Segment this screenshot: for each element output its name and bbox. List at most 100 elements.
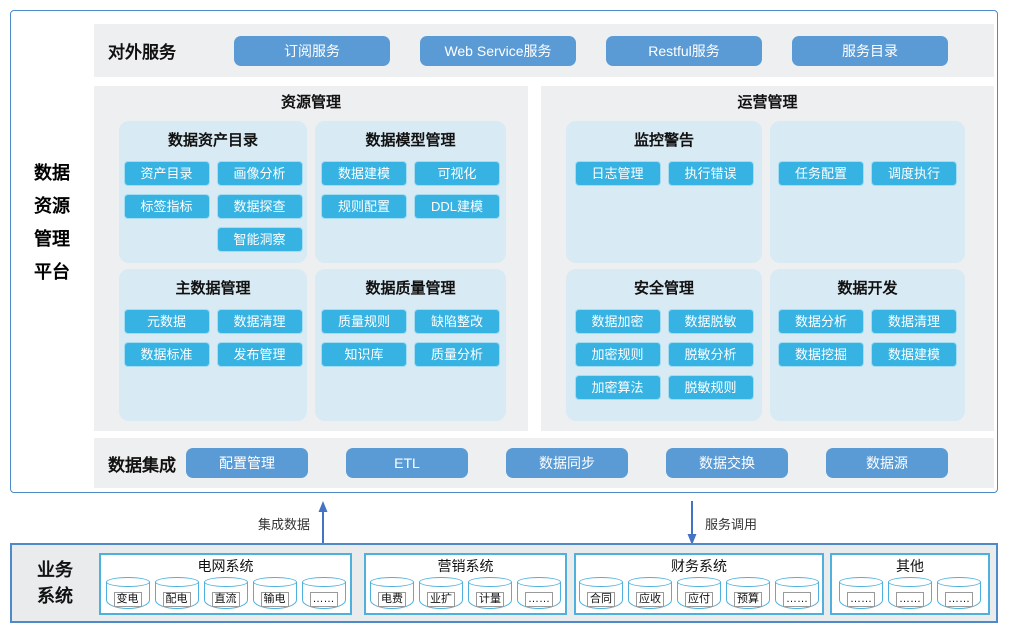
operation-management-panel: 运营管理 监控警告 日志管理 执行错误 任务配置 调度执行 安全管理 数据加密 … xyxy=(541,86,994,431)
data-quality-management-card: 数据质量管理 质量规则 缺陷整改 知识库 质量分析 xyxy=(315,269,506,421)
feature-button[interactable]: 智能洞察 xyxy=(216,227,303,252)
feature-button[interactable]: 数据探查 xyxy=(216,194,303,219)
database-cylinder-icon: 电费 xyxy=(370,577,414,609)
card-buttons: 质量规则 缺陷整改 知识库 质量分析 xyxy=(321,309,500,367)
data-development-card: 数据开发 数据分析 数据清理 数据挖掘 数据建模 xyxy=(770,269,965,421)
feature-button[interactable]: 执行错误 xyxy=(667,161,754,186)
feature-button[interactable]: 数据清理 xyxy=(871,309,957,334)
security-management-card: 安全管理 数据加密 数据脱敏 加密规则 脱敏分析 加密算法 脱敏规则 xyxy=(566,269,762,421)
feature-button[interactable]: 脱敏规则 xyxy=(667,375,754,400)
integration-flow-label: 集成数据 xyxy=(258,516,311,532)
resource-management-panel: 资源管理 数据资产目录 资产目录 画像分析 标签指标 数据探查 智能洞察 数据模… xyxy=(94,86,528,431)
integration-flow: 集成数据 xyxy=(258,501,329,545)
card-buttons: 元数据 数据清理 数据标准 发布管理 xyxy=(123,309,303,367)
database-cylinder-icon: 输电 xyxy=(252,577,297,609)
feature-button[interactable]: 数据建模 xyxy=(871,342,957,367)
database-cylinder-icon: 计量 xyxy=(468,577,512,609)
database-row: 变电 配电 直流 输电 …… xyxy=(105,577,346,609)
feature-button[interactable]: 数据建模 xyxy=(321,161,407,186)
restful-service-button[interactable]: Restful服务 xyxy=(606,35,762,66)
database-label: 合同 xyxy=(587,592,615,607)
feature-button[interactable]: 任务配置 xyxy=(778,161,864,186)
database-cylinder-icon: 业扩 xyxy=(419,577,463,609)
monitor-alert-card: 监控警告 日志管理 执行错误 xyxy=(566,121,762,263)
database-row: 合同 应收 应付 预算 …… xyxy=(579,577,819,609)
database-label: 电费 xyxy=(378,592,406,607)
web-service-button[interactable]: Web Service服务 xyxy=(420,35,576,66)
business-systems-label: 业务 系统 xyxy=(12,545,98,621)
card-title: 安全管理 xyxy=(633,280,694,297)
data-sync-button[interactable]: 数据同步 xyxy=(506,448,628,478)
feature-button[interactable]: 脱敏分析 xyxy=(667,342,754,367)
service-call-flow: 服务调用 xyxy=(686,501,757,545)
card-buttons: 数据加密 数据脱敏 加密规则 脱敏分析 加密算法 脱敏规则 xyxy=(574,309,754,400)
operation-management-title: 运营管理 xyxy=(737,94,798,111)
card-title: 数据模型管理 xyxy=(365,132,456,149)
card-title: 数据质量管理 xyxy=(365,280,456,297)
service-call-label: 服务调用 xyxy=(705,516,758,532)
feature-button[interactable]: 知识库 xyxy=(321,342,407,367)
feature-button[interactable]: 元数据 xyxy=(123,309,210,334)
data-exchange-button[interactable]: 数据交换 xyxy=(666,448,788,478)
etl-button[interactable]: ETL xyxy=(346,448,468,478)
service-catalog-button[interactable]: 服务目录 xyxy=(792,35,948,66)
external-services-panel: 对外服务 订阅服务 Web Service服务 Restful服务 服务目录 xyxy=(94,24,994,77)
platform-title-line: 管理 xyxy=(34,229,70,249)
database-cylinder-icon: 预算 xyxy=(726,577,770,609)
database-cylinder-icon: 合同 xyxy=(579,577,623,609)
database-cylinder-icon: …… xyxy=(517,577,561,609)
card-buttons: 数据建模 可视化 规则配置 DDL建模 xyxy=(321,161,500,219)
task-scheduling-card: 任务配置 调度执行 xyxy=(770,121,965,263)
feature-button[interactable]: 调度执行 xyxy=(871,161,957,186)
feature-button[interactable]: 缺陷整改 xyxy=(414,309,500,334)
feature-button[interactable]: 发布管理 xyxy=(216,342,303,367)
feature-button[interactable]: 数据分析 xyxy=(778,309,864,334)
data-source-button[interactable]: 数据源 xyxy=(826,448,948,478)
card-buttons: 数据分析 数据清理 数据挖掘 数据建模 xyxy=(778,309,957,367)
resource-management-title: 资源管理 xyxy=(280,94,341,111)
database-label: 应付 xyxy=(685,592,713,607)
business-label-line: 系统 xyxy=(37,586,73,606)
feature-button[interactable]: 规则配置 xyxy=(321,194,407,219)
data-model-management-card: 数据模型管理 数据建模 可视化 规则配置 DDL建模 xyxy=(315,121,506,263)
system-title: 营销系统 xyxy=(437,558,494,574)
feature-button[interactable]: 质量分析 xyxy=(414,342,500,367)
feature-button[interactable]: DDL建模 xyxy=(414,194,500,219)
feature-button[interactable]: 数据脱敏 xyxy=(667,309,754,334)
master-data-management-card: 主数据管理 元数据 数据清理 数据标准 发布管理 xyxy=(119,269,307,421)
feature-button[interactable]: 数据清理 xyxy=(216,309,303,334)
other-system-card: 其他 …… …… …… xyxy=(830,553,990,615)
database-label: …… xyxy=(945,592,973,607)
down-arrow-icon xyxy=(687,501,697,545)
feature-button[interactable]: 数据加密 xyxy=(574,309,661,334)
card-title: 主数据管理 xyxy=(175,280,251,297)
card-buttons: 任务配置 调度执行 xyxy=(778,161,957,186)
feature-button[interactable]: 加密规则 xyxy=(574,342,661,367)
subscribe-service-button[interactable]: 订阅服务 xyxy=(234,35,390,66)
platform-title-line: 平台 xyxy=(34,262,70,282)
database-cylinder-icon: 应收 xyxy=(628,577,672,609)
platform-title-line: 数据 xyxy=(34,163,70,183)
feature-button[interactable]: 标签指标 xyxy=(123,194,210,219)
database-cylinder-icon: …… xyxy=(839,577,883,609)
data-integration-panel: 数据集成 配置管理 ETL 数据同步 数据交换 数据源 xyxy=(94,438,994,488)
feature-button[interactable]: 资产目录 xyxy=(123,161,210,186)
database-label: …… xyxy=(309,592,338,607)
feature-button[interactable]: 画像分析 xyxy=(216,161,303,186)
database-label: 预算 xyxy=(734,592,762,607)
feature-button[interactable]: 日志管理 xyxy=(574,161,661,186)
business-systems-box: 业务 系统 电网系统 变电 配电 直流 输电 …… 营销系统 xyxy=(10,543,998,623)
system-title: 财务系统 xyxy=(671,558,727,574)
feature-button[interactable]: 数据挖掘 xyxy=(778,342,864,367)
data-integration-label: 数据集成 xyxy=(108,455,176,475)
config-management-button[interactable]: 配置管理 xyxy=(186,448,308,478)
platform-title-line: 资源 xyxy=(34,196,70,216)
feature-button[interactable]: 质量规则 xyxy=(321,309,407,334)
feature-button[interactable]: 数据标准 xyxy=(123,342,210,367)
data-asset-catalog-card: 数据资产目录 资产目录 画像分析 标签指标 数据探查 智能洞察 xyxy=(119,121,307,263)
feature-button[interactable]: 可视化 xyxy=(414,161,500,186)
database-label: 直流 xyxy=(211,592,240,607)
database-label: 变电 xyxy=(113,592,142,607)
feature-button[interactable]: 加密算法 xyxy=(574,375,661,400)
